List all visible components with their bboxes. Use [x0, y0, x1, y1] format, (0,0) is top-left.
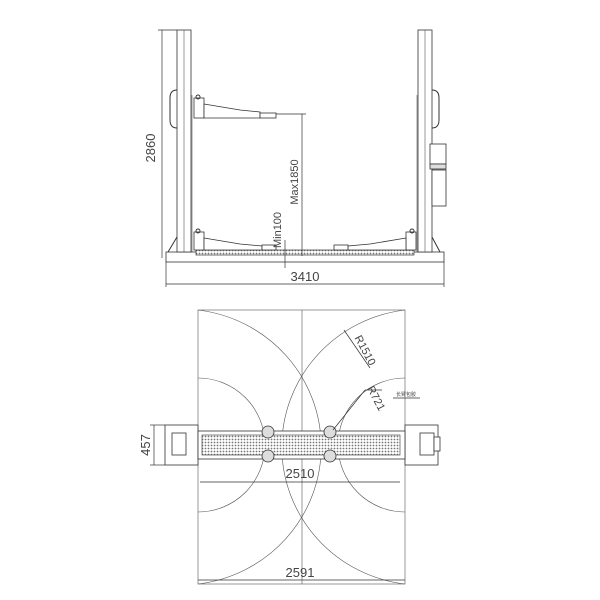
inner-width-label: 2510	[286, 466, 315, 481]
right-column-cover	[431, 89, 440, 129]
base-width-label: 457	[138, 434, 153, 456]
max-lift-label: Max1850	[289, 159, 301, 204]
base-width-dimension: 457	[138, 424, 165, 466]
width-dim-label: 3410	[291, 269, 320, 284]
lower-lift-arm-right	[333, 228, 417, 251]
max-lift-dimension: Max1850	[276, 113, 306, 256]
arm-pads	[261, 425, 337, 463]
power-unit	[429, 143, 447, 207]
height-dimension: 2860	[143, 29, 177, 258]
outer-radius-dimension: R1510	[343, 329, 378, 369]
left-column-cover	[169, 89, 178, 129]
height-dim-label: 2860	[143, 134, 158, 163]
arm-note-label: 长臂包胶	[396, 391, 416, 398]
overall-width-dimension: 2591	[198, 565, 405, 581]
overall-width-label: 2591	[286, 565, 315, 580]
upper-lift-arm	[193, 94, 277, 119]
plan-view: R1510 R721 长臂包胶 457 2510 2591	[138, 309, 441, 585]
min-lift-dimension: Min100	[272, 212, 286, 268]
lower-lift-arm-left	[193, 228, 277, 251]
width-dimension: 3410	[165, 262, 445, 287]
outer-radius-label: R1510	[352, 333, 378, 367]
inner-radius-label: R721	[364, 384, 387, 413]
floor-grating	[195, 249, 415, 256]
inner-radius-dimension: R721 长臂包胶	[332, 384, 420, 431]
runway-grating	[201, 434, 401, 456]
min-lift-label: Min100	[272, 212, 284, 248]
front-view: 2860 3410 Max1850 Min100	[143, 29, 447, 287]
inner-width-dimension: 2510	[200, 466, 400, 483]
